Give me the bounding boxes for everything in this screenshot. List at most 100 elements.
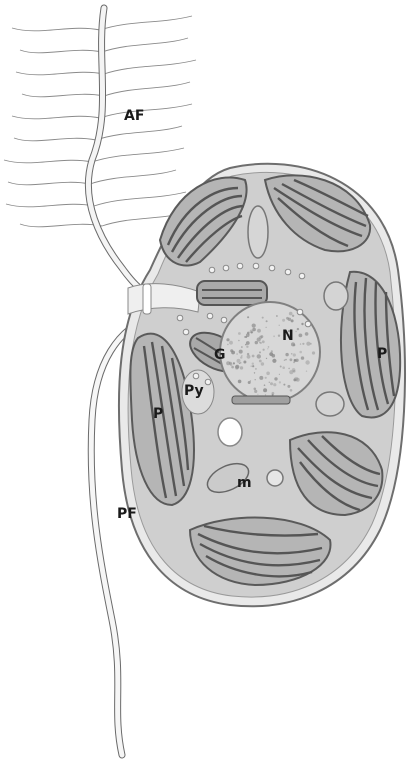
vesicle-dot bbox=[221, 317, 227, 323]
chromatin-granule bbox=[255, 368, 257, 370]
chromatin-granule bbox=[271, 350, 273, 352]
label-posterior-flagellum: PF bbox=[117, 506, 137, 522]
chromatin-granule bbox=[299, 351, 302, 354]
mastigoneme-right bbox=[100, 104, 192, 118]
vesicle-dot bbox=[183, 329, 189, 335]
chromatin-granule bbox=[259, 376, 263, 380]
chromatin-granule bbox=[229, 341, 233, 345]
chromatin-granule bbox=[265, 377, 267, 379]
chromatin-granule bbox=[263, 388, 267, 392]
chromatin-granule bbox=[241, 355, 242, 356]
chromatin-granule bbox=[301, 323, 303, 325]
chromatin-granule bbox=[247, 332, 250, 335]
mastigoneme-left bbox=[12, 28, 100, 31]
nucleus bbox=[220, 302, 320, 402]
chromatin-granule bbox=[247, 353, 249, 355]
chromatin-granule bbox=[291, 319, 294, 322]
chromatin-granule bbox=[288, 318, 291, 321]
chromatin-granule bbox=[240, 362, 241, 363]
chromatin-granule bbox=[246, 346, 248, 348]
vesicle-dot bbox=[297, 309, 303, 315]
mastigoneme-left bbox=[20, 50, 102, 53]
chromatin-granule bbox=[241, 346, 243, 348]
chromatin-granule bbox=[289, 312, 293, 316]
mastigoneme-right bbox=[92, 148, 184, 162]
chromatin-granule bbox=[257, 394, 258, 395]
chromatin-granule bbox=[301, 356, 304, 359]
chromatin-granule bbox=[254, 372, 255, 373]
chromatin-granule bbox=[259, 360, 262, 363]
chromatin-granule bbox=[257, 354, 261, 358]
chromatin-granule bbox=[293, 378, 296, 381]
vacuole bbox=[218, 418, 242, 446]
chromatin-granule bbox=[293, 353, 296, 356]
chromatin-granule bbox=[284, 359, 286, 361]
mastigoneme-left bbox=[4, 160, 92, 163]
label-plastid-right: P bbox=[377, 346, 387, 362]
vesicle-dot bbox=[305, 321, 311, 327]
vesicle-dot bbox=[207, 313, 213, 319]
chromatin-granule bbox=[247, 355, 251, 359]
chromatin-granule bbox=[244, 336, 245, 337]
vesicle-small bbox=[267, 470, 283, 486]
chromatin-granule bbox=[285, 359, 287, 361]
chromatin-granule bbox=[254, 390, 257, 393]
label-anterior-flagellum: AF bbox=[124, 108, 144, 124]
chromatin-granule bbox=[285, 353, 288, 356]
label-golgi: G bbox=[214, 347, 226, 363]
chromatin-granule bbox=[259, 351, 261, 353]
chromatin-granule bbox=[259, 342, 260, 343]
chromatin-granule bbox=[290, 358, 293, 361]
chromatin-granule bbox=[252, 355, 255, 358]
vesicle-dot bbox=[205, 379, 211, 385]
chromatin-granule bbox=[310, 343, 312, 345]
chromatin-granule bbox=[252, 365, 254, 367]
chromatin-granule bbox=[248, 381, 251, 384]
chromatin-granule bbox=[230, 349, 233, 352]
vesicle-dot bbox=[209, 267, 215, 273]
chromatin-granule bbox=[251, 366, 252, 367]
chromatin-granule bbox=[240, 366, 243, 369]
chromatin-granule bbox=[270, 382, 273, 385]
label-pyrenoid: Py bbox=[184, 383, 204, 399]
chromatin-granule bbox=[274, 359, 275, 360]
mastigoneme-left bbox=[16, 72, 104, 75]
chromatin-granule bbox=[247, 316, 249, 318]
chromatin-granule bbox=[230, 363, 233, 366]
chromatin-granule bbox=[264, 384, 266, 386]
chromatin-granule bbox=[263, 349, 265, 351]
chromatin-granule bbox=[290, 389, 293, 392]
vesicle-top bbox=[248, 206, 268, 258]
chromatin-granule bbox=[274, 377, 277, 380]
chromatin-granule bbox=[226, 361, 230, 365]
chromatin-granule bbox=[279, 374, 280, 375]
mastigoneme-left bbox=[8, 182, 90, 185]
mastigoneme-right bbox=[94, 192, 186, 206]
vesicle-dot bbox=[285, 269, 291, 275]
chromatin-granule bbox=[305, 360, 309, 364]
chromatin-granule bbox=[266, 358, 267, 359]
chromatin-granule bbox=[279, 325, 280, 326]
vesicle-lower-right bbox=[316, 392, 344, 416]
vesicle-dot bbox=[223, 265, 229, 271]
chromatin-granule bbox=[267, 348, 268, 349]
mastigoneme-left bbox=[22, 94, 104, 97]
chromatin-granule bbox=[252, 324, 256, 328]
chromatin-granule bbox=[240, 356, 242, 358]
vesicle-dot bbox=[177, 315, 183, 321]
mastigoneme-left bbox=[6, 204, 94, 207]
chromatin-granule bbox=[273, 335, 275, 337]
chromatin-granule bbox=[238, 332, 241, 335]
mastigoneme-right bbox=[104, 82, 190, 96]
chromatin-granule bbox=[302, 343, 304, 345]
chromatin-granule bbox=[280, 366, 282, 368]
chromatin-granule bbox=[278, 335, 280, 337]
vesicle-dot bbox=[269, 265, 275, 271]
chromatin-granule bbox=[294, 359, 296, 361]
chromatin-granule bbox=[282, 366, 285, 369]
chromatin-granule bbox=[282, 319, 285, 322]
mastigoneme-left bbox=[20, 224, 102, 227]
chromatin-granule bbox=[243, 361, 246, 364]
chromatin-granule bbox=[276, 315, 278, 317]
vesicle-dot bbox=[237, 263, 243, 269]
